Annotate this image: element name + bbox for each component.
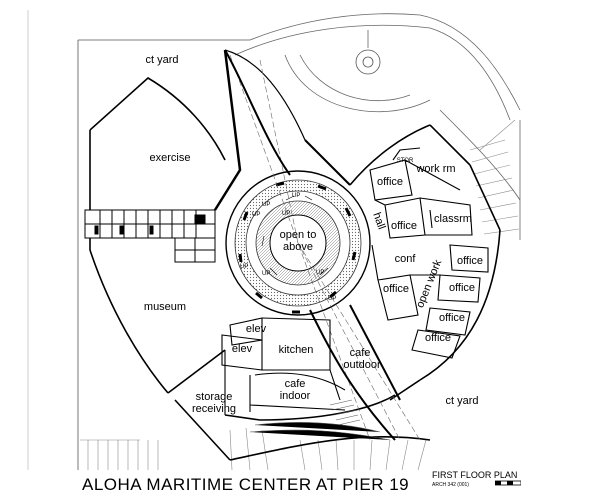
label-exercise: exercise	[150, 152, 191, 164]
label-open-work: open work	[414, 258, 444, 310]
label-stor: STOR	[397, 158, 414, 164]
label-cafe-outdoor-1: cafe	[350, 347, 371, 359]
label-elev-1: elev	[246, 323, 267, 335]
room-labels: ct yard exercise museum open to above wo…	[144, 54, 483, 415]
label-elev-2: elev	[232, 343, 253, 355]
up-mark: UP	[292, 193, 300, 199]
up-mark: UP	[316, 270, 324, 276]
up-mark: UP	[240, 264, 248, 270]
up-mark: UP	[328, 296, 336, 302]
up-mark: UP	[262, 202, 270, 208]
corridor-block	[84, 209, 216, 263]
label-cafe-indoor-1: cafe	[285, 378, 306, 390]
label-open-to: open to	[280, 229, 317, 241]
spine-walls	[224, 49, 401, 441]
label-office-6: office	[439, 312, 465, 324]
label-office-2: office	[391, 220, 417, 232]
parking-stalls	[469, 119, 520, 235]
label-above: above	[283, 241, 313, 253]
up-mark: UP	[262, 271, 270, 277]
label-classrm: classrm	[434, 213, 472, 225]
bottom-stalls	[80, 427, 427, 471]
stair-marks: UP UP UP UP UP UP UP UP	[240, 193, 336, 302]
up-mark: UP	[282, 211, 290, 217]
site-boundary	[27, 10, 250, 470]
label-storage: storage	[196, 391, 233, 403]
up-mark: UP	[252, 212, 260, 218]
ne-offices	[369, 147, 473, 239]
sheet-subtitle: ARCH 342 (001)	[432, 482, 469, 488]
se-offices	[371, 244, 489, 359]
label-office-3: office	[383, 283, 409, 295]
drawing-title: ALOHA MARITIME CENTER AT PIER 19	[82, 475, 410, 494]
label-ct-yard-bottom: ct yard	[445, 395, 478, 407]
label-hall: hall	[370, 211, 387, 231]
label-office-7: office	[425, 332, 451, 344]
label-office-1: office	[377, 176, 403, 188]
label-kitchen: kitchen	[279, 344, 314, 356]
cafe-steps	[249, 399, 391, 441]
south-core	[221, 317, 346, 415]
label-office-4: office	[457, 255, 483, 267]
label-work-rm: work rm	[415, 163, 455, 175]
label-ct-yard-top: ct yard	[145, 54, 178, 66]
label-cafe-outdoor-2: outdoor	[343, 359, 381, 371]
label-cafe-indoor-2: indoor	[280, 390, 311, 402]
label-office-5: office	[449, 282, 475, 294]
building-walls	[89, 49, 501, 461]
label-museum: museum	[144, 301, 186, 313]
label-receiving: receiving	[192, 403, 236, 415]
label-conf: conf	[395, 253, 417, 265]
sheet-title: FIRST FLOOR PLAN	[432, 470, 518, 480]
scale-bar	[495, 480, 521, 486]
